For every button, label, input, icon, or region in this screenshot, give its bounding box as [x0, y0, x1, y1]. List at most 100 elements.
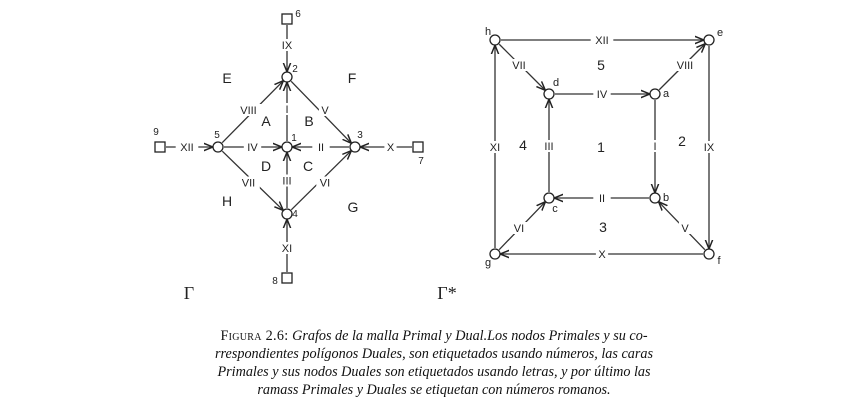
dual-node-a-circle [649, 88, 661, 100]
primal-edge-viii: VIII [221, 81, 283, 144]
dual-face-3: 3 [599, 219, 607, 235]
primal-node-4-label: 4 [292, 209, 298, 220]
primal-node-6-square [281, 13, 293, 25]
dual-node-d-circle [543, 88, 555, 100]
primal-edge-vi-label: VI [320, 178, 330, 190]
primal-edge-i-label: I [285, 104, 288, 116]
primal-edge-v-label: V [321, 105, 329, 117]
primal-face-c: C [303, 158, 313, 174]
primal-edge-v-label-bg [318, 104, 332, 116]
primal-edge-xi-label: XI [282, 243, 292, 255]
dual-edge-ii: II [555, 192, 649, 205]
dual-node-g-label: g [485, 257, 491, 269]
primal-node-3: 3 [349, 130, 363, 153]
primal-node-7-label: 7 [418, 156, 424, 167]
primal-node-4-circle [281, 208, 293, 220]
primal-edge-ii-label: II [318, 142, 324, 154]
dual-node-h-label: h [485, 26, 491, 38]
caption-figure-label: Figura 2.6: [220, 328, 289, 344]
caption-line-1: Grafos de la malla Primal y Dual.Los nod… [292, 328, 648, 344]
dual-edge-viii: VIII [658, 44, 705, 91]
primal-edge-xi: XI [278, 220, 296, 272]
primal-edge-xi-label-bg [278, 242, 296, 254]
primal-face-b: B [304, 113, 313, 129]
caption-line-4: ramass Primales y Duales se etiquetan co… [257, 382, 611, 398]
primal-edge-ix-label-bg [278, 39, 296, 51]
primal-edge-x-label: X [387, 142, 395, 154]
dual-edge-i-label-bg [648, 140, 662, 152]
dual-edge-v-label-bg [678, 222, 692, 234]
dual-face-4: 4 [519, 137, 527, 153]
primal-edge-iii-label: III [282, 176, 291, 188]
dual-edge-viii-label: VIII [677, 60, 694, 72]
dual-edge-iv-label: IV [597, 89, 608, 101]
dual-node-a: a [649, 88, 670, 100]
dual-node-g-circle [489, 248, 501, 260]
primal-node-7-square [412, 141, 424, 153]
caption-line-3: Primales y sus nodos Duales son etiqueta… [217, 364, 651, 380]
dual-node-h-circle [489, 34, 501, 46]
dual-edge-i: I [648, 100, 662, 192]
primal-edge-iv: IV [224, 141, 281, 154]
dual-edge-xi: XI [486, 46, 504, 248]
dual-face-2: 2 [678, 133, 686, 149]
primal-edge-x-label-bg [384, 141, 397, 153]
primal-face-h: H [222, 193, 232, 209]
primal-face-e: E [222, 70, 231, 86]
primal-edge-iii: III [275, 153, 299, 208]
dual-edge-ii-label-bg [593, 192, 611, 204]
primal-graph-symbol: Γ [184, 283, 194, 303]
primal-edge-iv-label-bg [243, 141, 262, 153]
primal-edge-ii: II [293, 141, 349, 154]
dual-edge-v: V [659, 202, 706, 251]
dual-edge-x: X [501, 248, 703, 261]
primal-edge-i: I [280, 83, 294, 141]
primal-edge-ix: IX [278, 25, 296, 71]
primal-edge-vii: VII [221, 150, 282, 210]
dual-edge-vii: VII [498, 43, 545, 90]
dual-edge-vii-label: VII [512, 60, 525, 72]
dual-edge-x-label: X [598, 249, 606, 261]
dual-edge-iv-label-bg [593, 88, 611, 100]
primal-edge-vi: VI [290, 151, 350, 211]
primal-edge-vi-label-bg [316, 176, 334, 189]
primal-edge-xii: XII [166, 141, 212, 154]
dual-edge-x-label-bg [595, 248, 609, 260]
dual-node-b: b [649, 192, 669, 204]
dual-face-5: 5 [597, 57, 605, 73]
dual-edge-ix-label-bg [700, 141, 718, 153]
primal-node-8: 8 [272, 272, 293, 287]
primal-node-5-label: 5 [214, 130, 220, 141]
primal-edge-iii-label-bg [275, 174, 299, 187]
dual-edge-xii-label: XII [595, 35, 608, 47]
primal-edge-iv-label: IV [247, 142, 258, 154]
primal-node-2-label: 2 [292, 64, 298, 75]
primal-node-9-square [154, 141, 166, 153]
primal-node-1-circle [281, 141, 293, 153]
dual-edge-ix-label: IX [704, 142, 715, 154]
dual-edge-v-label: V [681, 223, 689, 235]
primal-edge-vii-label-bg [237, 176, 260, 189]
caption-line-2: rrespondientes polígonos Duales, son eti… [215, 346, 653, 362]
dual-edge-i-label: I [653, 141, 656, 153]
dual-node-f-label: f [717, 255, 721, 267]
dual-edge-iii-label-bg [537, 140, 561, 152]
dual-edge-vi-label: VI [514, 223, 524, 235]
dual-edge-iii: III [537, 100, 561, 192]
dual-node-a-label: a [663, 88, 670, 100]
primal-face-f: F [348, 70, 357, 86]
dual-node-c-label: c [552, 203, 558, 215]
dual-node-e-label: e [717, 27, 723, 39]
primal-face-d: D [261, 158, 271, 174]
dual-edge-vi-label-bg [510, 222, 528, 234]
dual-node-f-circle [703, 248, 715, 260]
dual-node-f: f [703, 248, 721, 267]
dual-node-d: d [543, 77, 559, 100]
primal-edge-viii-label-bg [234, 104, 263, 116]
primal-edge-xii-label: XII [180, 142, 193, 154]
dual-node-d-label: d [553, 77, 559, 89]
dual-node-e-circle [703, 34, 715, 46]
dual-face-1: 1 [597, 139, 605, 155]
dual-edge-xii: XII [501, 34, 703, 47]
